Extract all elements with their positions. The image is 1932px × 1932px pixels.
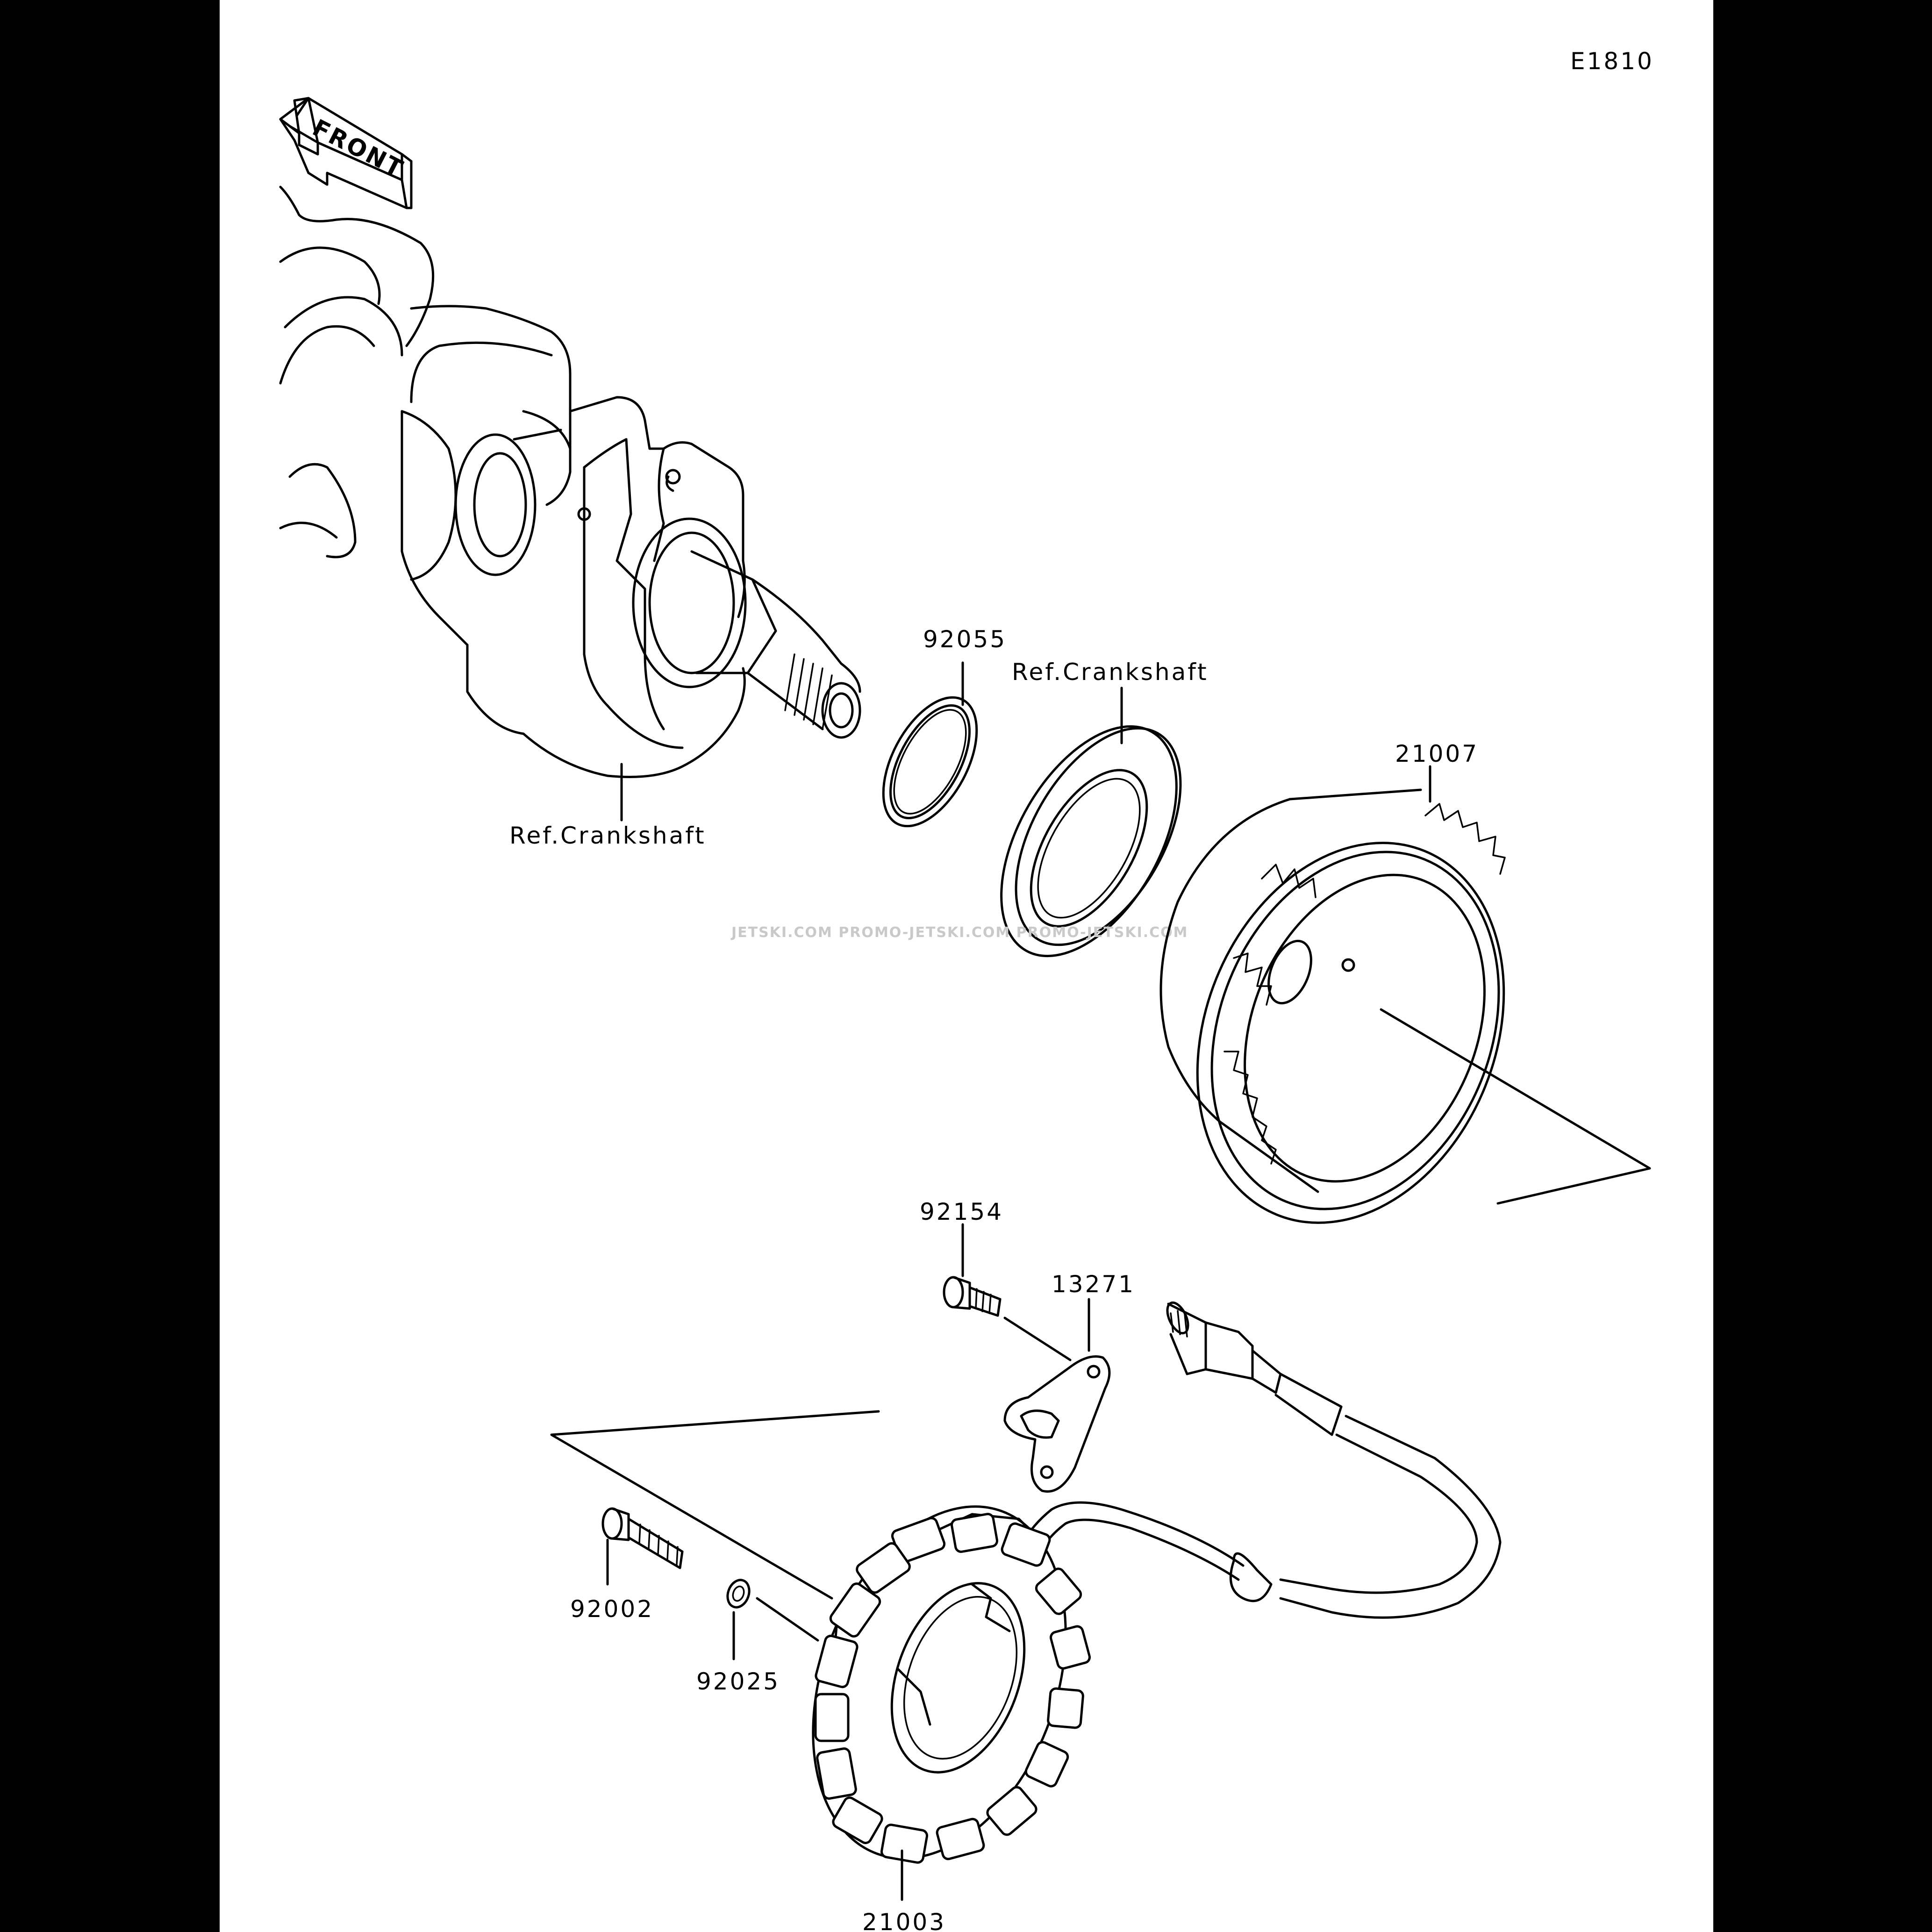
leader-screw-axis bbox=[1003, 1317, 1072, 1361]
leader-washer-axis bbox=[756, 1597, 819, 1642]
label-92055: 92055 bbox=[923, 626, 1007, 653]
label-13271: 13271 bbox=[1052, 1271, 1135, 1298]
watermark: JETSKI.COM PROMO-JETSKI.COM PROMO-JETSKI… bbox=[730, 924, 1188, 941]
part-92154-screw bbox=[943, 1276, 1002, 1317]
diagram-sheet: E1810 FRONT bbox=[220, 0, 1713, 1932]
label-21007: 21007 bbox=[1395, 740, 1479, 767]
diagram-code: E1810 bbox=[1570, 48, 1654, 75]
wiring-harness bbox=[1017, 1301, 1502, 1619]
part-21007-flywheel bbox=[1159, 788, 1506, 1224]
label-92154: 92154 bbox=[920, 1198, 1003, 1225]
reference-bracket-lower bbox=[550, 1410, 880, 1600]
reference-bracket-upper bbox=[1380, 1008, 1651, 1205]
label-ref-crankshaft-top: Ref.Crankshaft bbox=[1012, 658, 1209, 686]
part-92002-bolt bbox=[601, 1507, 684, 1569]
part-92025-washer bbox=[726, 1579, 751, 1609]
label-ref-crankshaft-left: Ref.Crankshaft bbox=[509, 822, 706, 849]
part-13271-plate bbox=[1003, 1355, 1111, 1493]
part-92055-ring bbox=[882, 696, 978, 828]
front-arrow: FRONT bbox=[279, 97, 413, 209]
label-21003: 21003 bbox=[862, 1909, 946, 1932]
oil-seal bbox=[1000, 725, 1182, 958]
label-92002: 92002 bbox=[570, 1596, 654, 1623]
label-92025: 92025 bbox=[696, 1668, 780, 1695]
part-21003-stator bbox=[812, 1505, 1091, 1864]
crankshaft bbox=[279, 186, 861, 778]
stator-coils bbox=[814, 1513, 1091, 1864]
exploded-parts-diagram: E1810 FRONT bbox=[279, 48, 1654, 1932]
